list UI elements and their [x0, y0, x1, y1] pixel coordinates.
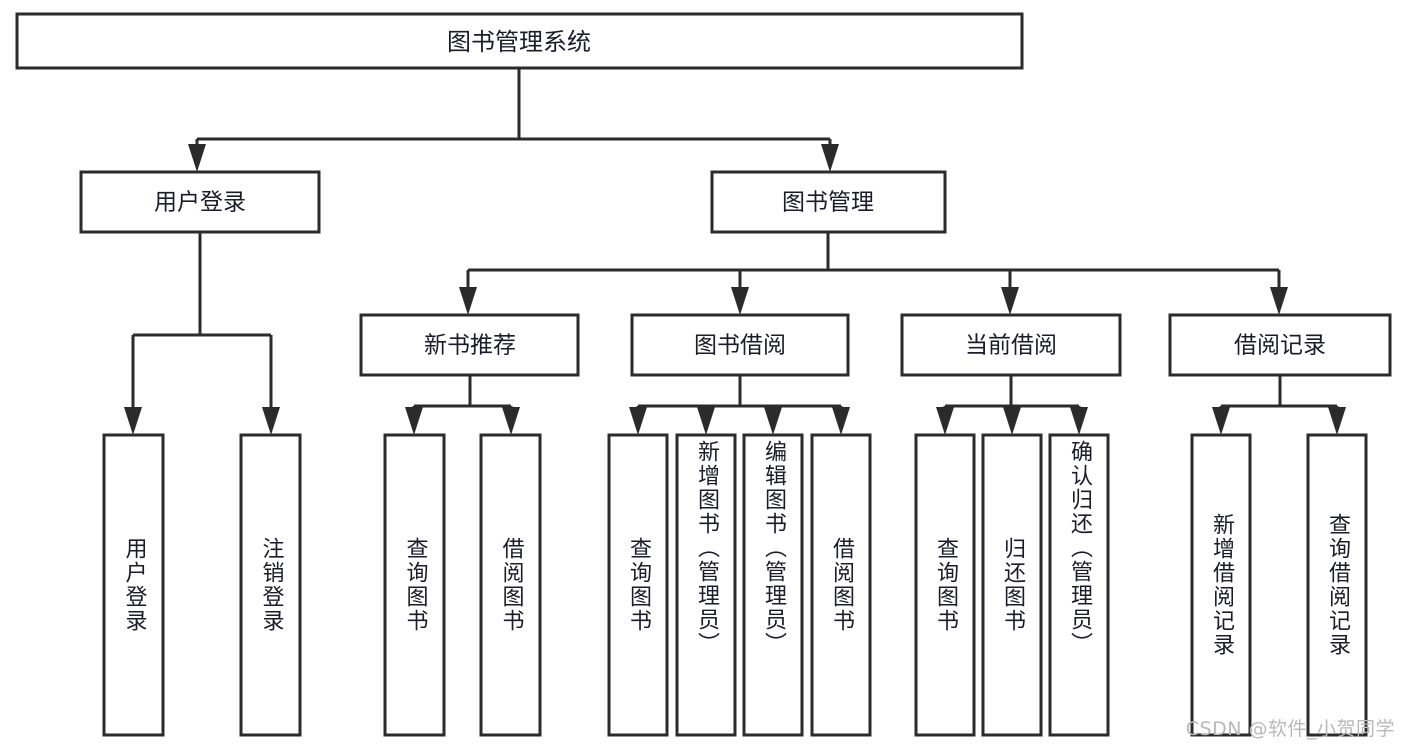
book-borrow-label: 图书借阅: [694, 333, 786, 359]
arrowhead-leaf-book-borrow-4: [832, 407, 850, 435]
leaf-box-borrow-record-2[interactable]: [1306, 433, 1368, 737]
arrowhead-to-book-manage: [821, 144, 839, 172]
book-manage-box[interactable]: [710, 170, 947, 234]
watermark-text: CSDN @软件_小贺同学: [1185, 718, 1395, 740]
new-book-label: 新书推荐: [424, 333, 516, 359]
leaf-box-new-book-1[interactable]: [383, 433, 446, 737]
arrowhead-leaf-new-book-2: [502, 407, 520, 435]
node-book-borrow[interactable]: 图书借阅: [630, 313, 850, 377]
arrowhead-leaf-current-borrow-2: [1003, 407, 1021, 435]
leaf-box-new-book-2[interactable]: [479, 433, 542, 737]
arrowhead-leaf-current-borrow-3: [1070, 407, 1088, 435]
user-login-label: 用户登录: [154, 190, 246, 216]
arrowhead-leaf-user-login-2: [262, 407, 280, 435]
borrow-record-label: 借阅记录: [1234, 333, 1326, 359]
leaf-box-book-borrow-4[interactable]: [810, 433, 872, 737]
node-book-manage[interactable]: 图书管理: [710, 170, 947, 234]
arrowhead-leaf-current-borrow-1: [936, 407, 954, 435]
leaf-box-borrow-record-1[interactable]: [1190, 433, 1252, 737]
arrowhead-to-user-login: [188, 144, 206, 172]
book-manage-label: 图书管理: [782, 190, 874, 216]
new-book-box[interactable]: [359, 313, 580, 377]
leaf-box-user-login-2[interactable]: [239, 433, 302, 737]
node-root[interactable]: 图书管理系统: [15, 12, 1024, 70]
node-new-book[interactable]: 新书推荐: [359, 313, 580, 377]
leaf-box-current-borrow-1[interactable]: [914, 433, 976, 737]
arrowhead-to-current-borrow: [1001, 287, 1019, 315]
arrowhead-leaf-borrow-record-2: [1328, 407, 1346, 435]
node-borrow-record[interactable]: 借阅记录: [1168, 313, 1392, 377]
node-current-borrow[interactable]: 当前借阅: [900, 313, 1122, 377]
book-borrow-box[interactable]: [630, 313, 850, 377]
leaf-box-current-borrow-3[interactable]: [1048, 433, 1110, 737]
arrowhead-leaf-borrow-record-1: [1212, 407, 1230, 435]
current-borrow-box[interactable]: [900, 313, 1122, 377]
arrowhead-to-new-book: [459, 287, 477, 315]
root-box[interactable]: [15, 12, 1024, 70]
leaf-box-book-borrow-2[interactable]: [675, 433, 737, 737]
arrowhead-leaf-new-book-1: [405, 407, 423, 435]
root-label: 图书管理系统: [447, 28, 591, 56]
leaf-box-user-login-1[interactable]: [102, 433, 165, 737]
leaf-box-current-borrow-2[interactable]: [981, 433, 1043, 737]
node-user-login[interactable]: 用户登录: [79, 170, 321, 234]
leaf-box-book-borrow-3[interactable]: [742, 433, 804, 737]
leaf-box-book-borrow-1[interactable]: [607, 433, 669, 737]
arrowhead-to-borrow-record: [1270, 287, 1288, 315]
current-borrow-label: 当前借阅: [965, 333, 1057, 359]
arrowhead-leaf-user-login-1: [124, 407, 142, 435]
arrowhead-leaf-book-borrow-1: [629, 407, 647, 435]
arrowhead-leaf-book-borrow-2: [697, 407, 715, 435]
arrowhead-leaf-book-borrow-3: [764, 407, 782, 435]
arrowhead-to-book-borrow: [731, 287, 749, 315]
borrow-record-box[interactable]: [1168, 313, 1392, 377]
